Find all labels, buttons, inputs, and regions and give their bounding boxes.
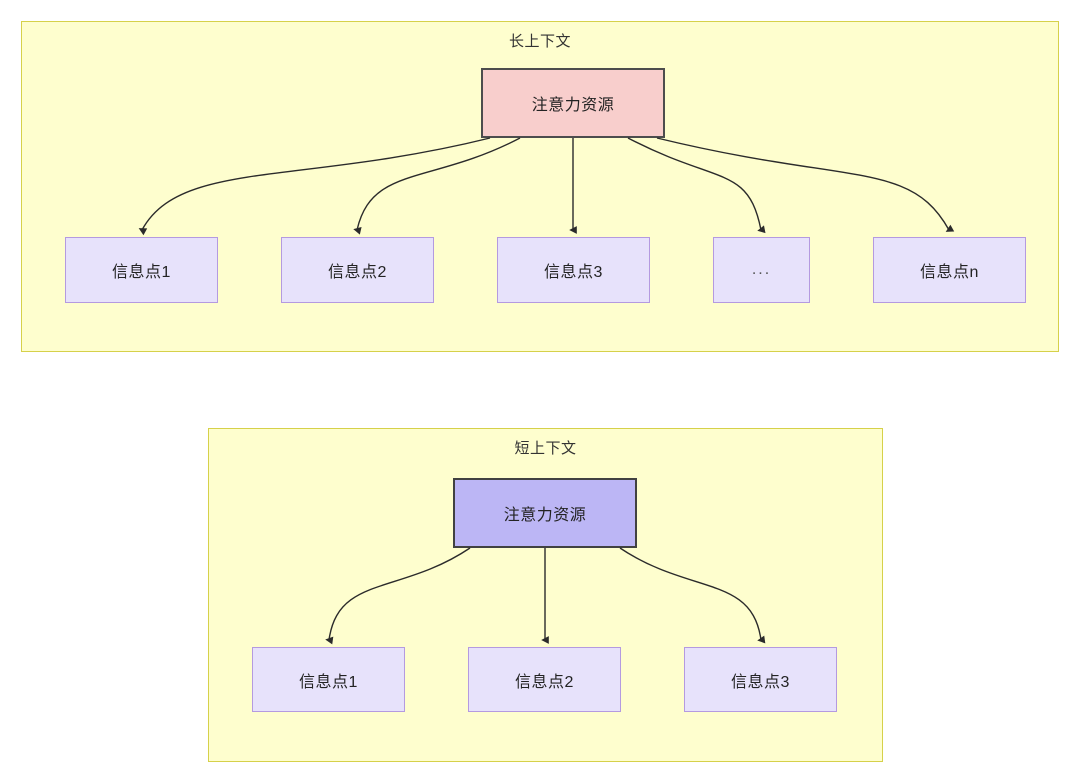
node-attention-resource-long-label: 注意力资源 [531,97,615,114]
node-info-point-n[interactable]: 信息点n [873,237,1026,303]
node-info-point-n-label: 信息点n [920,264,979,281]
group-long-context-title: 长上下文 [508,33,571,50]
node-short-info-point-2-label: 信息点2 [515,673,574,691]
node-info-point-ellipsis-label: ... [751,261,772,278]
node-attention-resource-long[interactable]: 注意力资源 [481,68,665,138]
node-info-point-1-label: 信息点1 [112,264,171,281]
node-info-point-3[interactable]: 信息点3 [497,237,650,303]
node-attention-resource-short[interactable]: 注意力资源 [453,478,637,548]
node-short-info-point-3-label: 信息点3 [731,673,790,691]
node-info-point-2[interactable]: 信息点2 [281,237,434,303]
group-short-context-title: 短上下文 [514,440,577,457]
node-info-point-2-label: 信息点2 [328,264,387,281]
node-attention-resource-short-label: 注意力资源 [503,507,587,524]
node-short-info-point-2[interactable]: 信息点2 [468,647,621,712]
node-short-info-point-1[interactable]: 信息点1 [252,647,405,712]
node-short-info-point-1-label: 信息点1 [299,673,358,691]
node-info-point-ellipsis[interactable]: ... [713,237,810,303]
node-info-point-3-label: 信息点3 [544,264,603,281]
node-short-info-point-3[interactable]: 信息点3 [684,647,837,712]
node-info-point-1[interactable]: 信息点1 [65,237,218,303]
